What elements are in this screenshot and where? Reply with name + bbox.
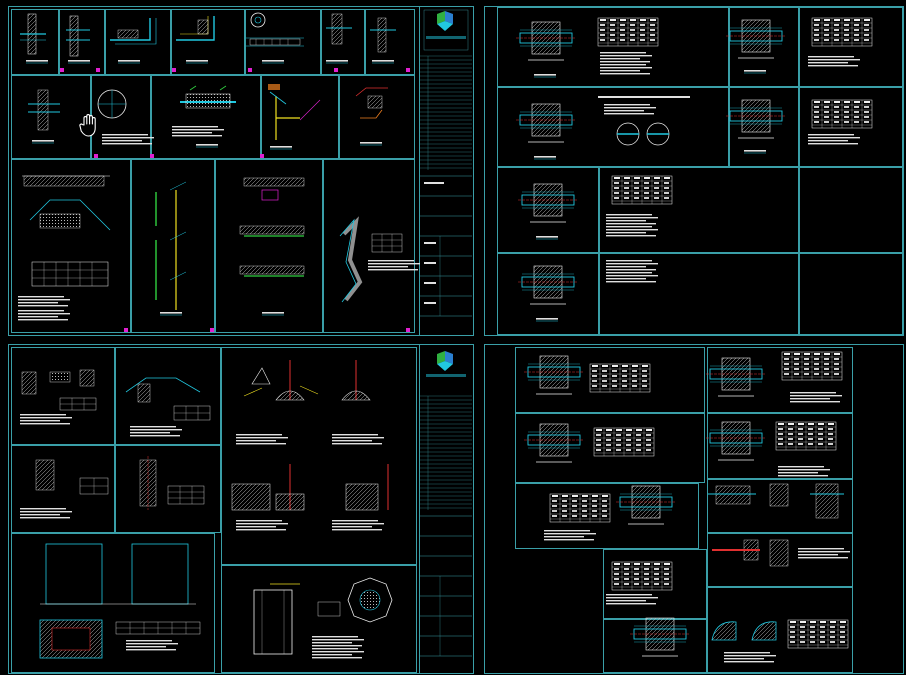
detail-panel	[497, 167, 599, 253]
drawing-sheet-3[interactable]	[8, 344, 474, 674]
detail-panel	[599, 167, 799, 253]
detail-panel	[321, 9, 365, 75]
detail-panel	[365, 9, 415, 75]
detail-panel	[11, 533, 215, 673]
detail-panel	[105, 9, 171, 75]
detail-panel	[729, 7, 799, 87]
detail-panel	[151, 75, 261, 159]
detail-panel	[339, 75, 415, 159]
detail-panel	[515, 483, 699, 549]
sheet-3-details	[20, 360, 393, 659]
drawing-sheet-2[interactable]	[484, 6, 904, 336]
detail-panel	[799, 167, 903, 253]
detail-panel	[131, 159, 215, 333]
hand-pan-cursor-icon	[78, 113, 100, 137]
detail-panel	[221, 347, 417, 565]
detail-panel	[245, 9, 321, 75]
detail-panel	[171, 9, 245, 75]
company-logo-icon	[434, 10, 456, 32]
detail-panel	[707, 587, 853, 673]
detail-panel	[497, 87, 729, 167]
detail-panel	[323, 159, 415, 333]
detail-panel	[215, 159, 323, 333]
detail-panel	[729, 87, 799, 167]
detail-panel	[799, 87, 903, 167]
detail-panel	[11, 9, 59, 75]
detail-panel	[707, 533, 853, 587]
drawing-sheet-4[interactable]	[484, 344, 904, 674]
detail-panel	[799, 7, 903, 87]
detail-panel	[11, 347, 115, 445]
sheet-2-details	[515, 17, 873, 322]
detail-panel	[515, 413, 705, 483]
title-block	[419, 345, 473, 673]
detail-panel	[59, 9, 105, 75]
detail-panel	[707, 413, 853, 479]
detail-panel	[515, 347, 705, 413]
detail-panel	[221, 565, 417, 673]
detail-panel	[707, 347, 853, 413]
detail-panel	[115, 445, 221, 533]
title-block	[419, 7, 473, 335]
detail-panel	[707, 479, 853, 533]
detail-panel	[261, 75, 339, 159]
sheet-1-details	[18, 12, 420, 332]
sheet-4-details	[523, 351, 850, 663]
detail-panel	[799, 253, 903, 335]
detail-panel	[115, 347, 221, 445]
detail-panel	[497, 7, 729, 87]
sheet-3-title-block-lines	[420, 374, 472, 657]
detail-panel	[599, 253, 799, 335]
detail-panel	[11, 445, 115, 533]
detail-panel	[11, 159, 131, 333]
detail-panel	[497, 253, 599, 335]
company-logo-icon	[434, 350, 456, 372]
sheet-1-title-block-lines	[420, 9, 472, 317]
